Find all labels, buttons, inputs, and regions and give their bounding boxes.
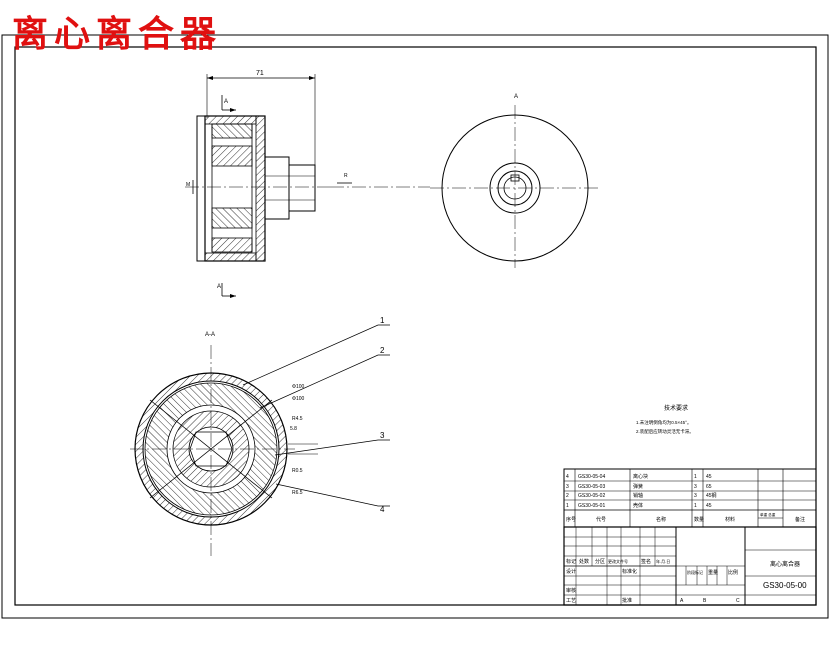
bom-cell: 3 [694,484,697,490]
revision-label: 标记 [566,558,576,565]
approve-label: 批准 [622,597,632,604]
bom-cell: 弹簧 [633,483,643,490]
bom-table [563,468,817,528]
bom-cell: 1 [694,503,697,509]
bom-header-cell: 材料 [725,516,735,523]
section-aa-view: A-A 1 2 3 4 Φ100 Φ100 R4.5 5.8 R0.5 R6.5 [130,316,390,556]
bom-header-cell: 单重 总重 [760,512,776,517]
stage-c: C [736,598,740,604]
page-title: 离心离合器 [12,13,223,55]
bom-cell: 45 [706,503,712,509]
bom-header-cell: 代号 [596,516,606,523]
bom-cell: 3 [566,484,569,490]
bom-cell: GS30-05-01 [578,503,605,509]
inner-frame [14,46,817,606]
tech-req-line-2: 2.装配后应转动灵活无卡滞。 [636,428,694,435]
title-block-text: 标记 处数 分区 更改文件号 签名 年.月.日 设计 标准化 审核 工艺 批准 … [566,558,807,604]
process-label: 工艺 [566,598,576,604]
dim-callout-5: R0.5 [292,468,303,474]
dim-label-m: M [186,182,190,188]
standard-label: 标准化 [622,568,637,575]
bom-cell: GS30-05-03 [578,484,605,490]
drawing-number: GS30-05-00 [763,581,807,590]
bom-cell: 3 [694,493,697,499]
bom-cell: 45 [706,474,712,480]
callout-4: 4 [380,505,385,514]
revision-label: 处数 [579,558,589,565]
bom-cell: 2 [566,493,569,499]
bom-cell: GS30-05-04 [578,474,605,480]
dim-callout-3: R4.5 [292,416,303,422]
dim-callout-4: 5.8 [290,426,297,432]
bom-cell: 1 [566,503,569,509]
bom-cell: 1 [694,474,697,480]
revision-label: 签名 [641,558,651,565]
tech-req-line-1: 1.未注明倒角均为0.5×45°。 [636,419,691,426]
bom-header-cell: 名称 [656,516,666,523]
bom-cell: 壳体 [633,502,643,509]
bom-header-cell: 备注 [795,516,805,523]
stage-b: B [703,598,707,604]
review-label: 审核 [566,587,576,594]
dim-top-width: 71 [256,70,264,77]
tech-requirements: 技术要求 1.未注明倒角均为0.5×45°。 2.装配后应转动灵活无卡滞。 [636,404,694,435]
revision-label: 年.月.日 [656,558,670,564]
callout-3: 3 [380,431,385,440]
dim-label-r: R [344,173,348,179]
table-row: 2 GS30-05-02 销轴 3 45钢 [566,492,717,499]
callout-1: 1 [380,316,385,325]
dim-callout-2: Φ100 [292,396,305,402]
part-name: 离心离合器 [770,560,800,568]
section-aa-label: A-A [205,332,215,338]
revision-label: 分区 [595,558,605,565]
weight-label: 重量 [708,569,718,576]
stage-a: A [680,598,684,604]
title-block [563,526,817,606]
callout-2: 2 [380,346,385,355]
table-row: 3 GS30-05-03 弹簧 3 65 [566,483,712,490]
section-mark-top: A [224,99,228,105]
side-view-label: A [514,94,518,100]
stage-label: 阶段标记 [687,569,703,575]
bom-cell: 销轴 [633,492,643,499]
section-mark-bottom: A [217,284,221,290]
side-view: A [330,94,600,268]
bom-cell: 65 [706,484,712,490]
table-row: 1 GS30-05-01 壳体 1 45 [566,502,712,509]
dim-callout-1: Φ100 [292,384,305,390]
bom-cell: 4 [566,474,569,480]
bom-header-cell: 序号 [566,516,576,523]
dim-callout-6: R6.5 [292,490,303,496]
front-section-view: 71 A A M R [185,70,352,298]
scale-label: 比例 [728,569,738,576]
bom-header-cell: 数量 [694,516,704,523]
bom-cell: GS30-05-02 [578,493,605,499]
bom-rows: 4 GS30-05-04 离心块 1 45 3 GS30-05-03 弹簧 3 … [566,473,805,523]
bom-cell: 离心块 [633,473,648,480]
revision-label: 更改文件号 [608,558,628,564]
bom-header-row: 序号 代号 名称 数量 材料 单重 总重 备注 [566,512,805,523]
tech-req-heading: 技术要求 [664,404,688,412]
design-label: 设计 [566,568,576,575]
outer-frame [1,34,829,619]
bom-cell: 45钢 [706,492,717,499]
table-row: 4 GS30-05-04 离心块 1 45 [566,473,712,480]
